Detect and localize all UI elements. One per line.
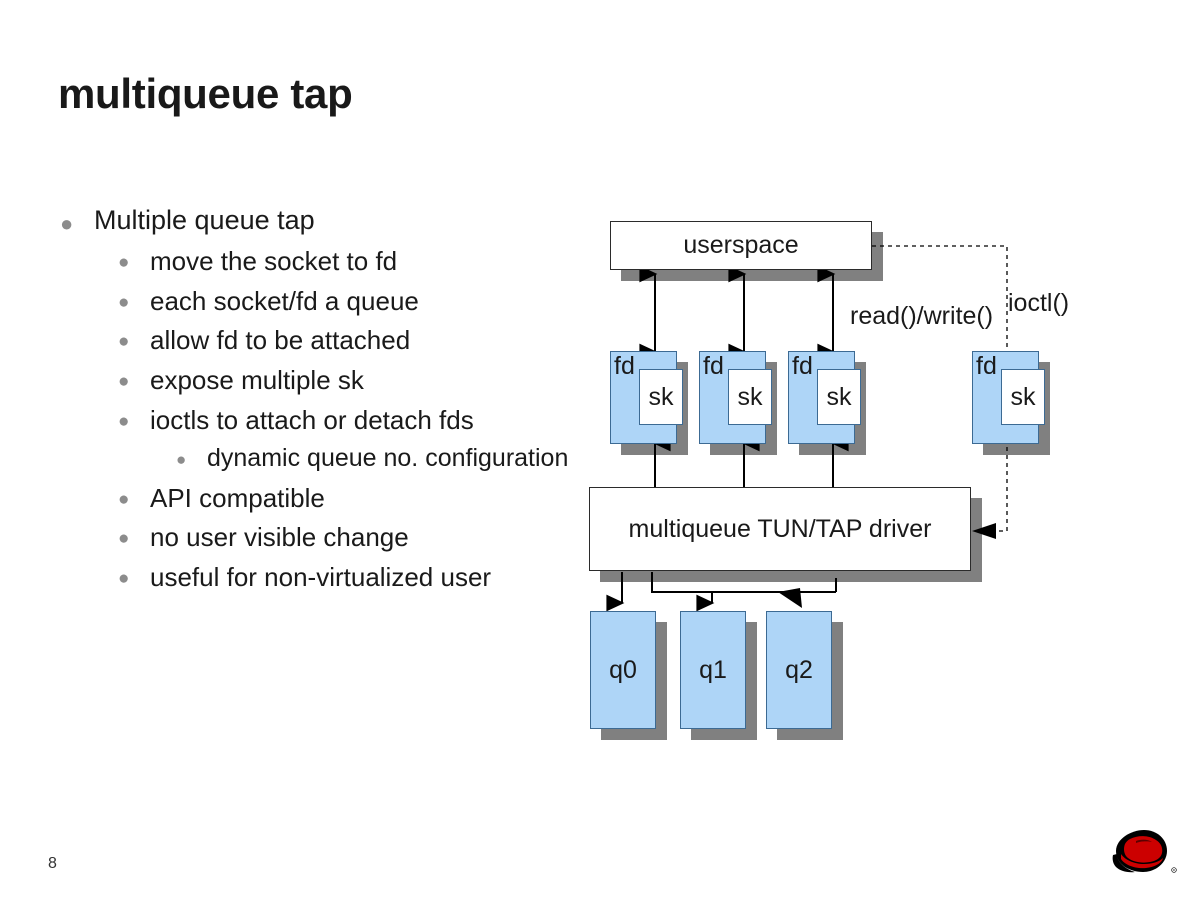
queue-label: q0 xyxy=(609,655,637,684)
bullet-dot-icon: ● xyxy=(118,528,130,550)
bullet-label: useful for non-virtualized user xyxy=(150,562,492,593)
bullet-item: ● each socket/fd a queue xyxy=(118,286,580,317)
bullet-list: ● Multiple queue tap ● move the socket t… xyxy=(60,205,580,602)
bullet-label: expose multiple sk xyxy=(150,364,364,395)
readwrite-label: read()/write() xyxy=(850,302,994,330)
queue-label: q2 xyxy=(785,655,813,684)
queue-box: q1 xyxy=(680,611,746,729)
bullet-dot-icon: ● xyxy=(176,450,187,470)
red-hat-shadowman-logo: R xyxy=(1112,830,1177,873)
bullet-item: ● expose multiple sk xyxy=(118,365,580,396)
sk-box: sk xyxy=(639,369,683,425)
bullet-label: no user visible change xyxy=(150,522,409,553)
userspace-label: userspace xyxy=(683,231,799,259)
ioctl-label: ioctl() xyxy=(1008,289,1070,317)
userspace-box: userspace xyxy=(610,221,872,270)
bullet-dot-icon: ● xyxy=(118,331,130,353)
bullet-dot-icon: ● xyxy=(118,370,130,392)
page-title: multiqueue tap xyxy=(58,70,353,117)
bullet-dot-icon: ● xyxy=(118,410,130,432)
bullet-item: ● API compatible xyxy=(118,483,580,514)
bullet-dot-icon: ● xyxy=(118,488,130,510)
fd-label: fd xyxy=(703,352,724,380)
sk-box: sk xyxy=(728,369,772,425)
fd-box: fd sk xyxy=(610,351,683,444)
svg-text:R: R xyxy=(1173,868,1176,872)
bullet-item: ● move the socket to fd xyxy=(118,246,580,277)
driver-box: multiqueue TUN/TAP driver xyxy=(589,487,971,571)
fd-label: fd xyxy=(792,352,813,380)
bullet-label: dynamic queue no. configuration xyxy=(207,444,569,473)
bullet-dot-icon: ● xyxy=(118,251,130,273)
bullet-item: ● dynamic queue no. configuration xyxy=(176,444,580,474)
driver-label: multiqueue TUN/TAP driver xyxy=(628,514,932,543)
fd-label: fd xyxy=(614,352,635,380)
queue-label: q1 xyxy=(699,655,727,684)
fd-label: fd xyxy=(976,352,997,380)
bullet-item: ● allow fd to be attached xyxy=(118,325,580,356)
bullet-item: ● Multiple queue tap xyxy=(60,205,580,237)
queue-2-arrowhead xyxy=(778,588,802,608)
bullet-dot-icon: ● xyxy=(118,291,130,313)
bullet-label: allow fd to be attached xyxy=(150,325,411,356)
bullet-label: each socket/fd a queue xyxy=(150,285,419,316)
bullet-label: ioctls to attach or detach fds xyxy=(150,404,474,435)
fd-box: fd sk xyxy=(699,351,772,444)
fd-box: fd sk xyxy=(788,351,861,444)
bullet-dot-icon: ● xyxy=(118,568,130,590)
bullet-dot-icon: ● xyxy=(60,211,74,236)
bullet-item: ● ioctls to attach or detach fds xyxy=(118,405,580,436)
sk-box: sk xyxy=(1001,369,1045,425)
bullet-item: ● no user visible change xyxy=(118,522,580,553)
queue-box: q0 xyxy=(590,611,656,729)
page-number: 8 xyxy=(48,855,57,872)
fd-box: fd sk xyxy=(972,351,1045,444)
bullet-label: move the socket to fd xyxy=(150,245,398,276)
bullet-item: ● useful for non-virtualized user xyxy=(118,562,580,593)
bullet-label: API compatible xyxy=(150,482,325,513)
sk-box: sk xyxy=(817,369,861,425)
queue-box: q2 xyxy=(766,611,832,729)
bullet-label: Multiple queue tap xyxy=(94,205,315,235)
